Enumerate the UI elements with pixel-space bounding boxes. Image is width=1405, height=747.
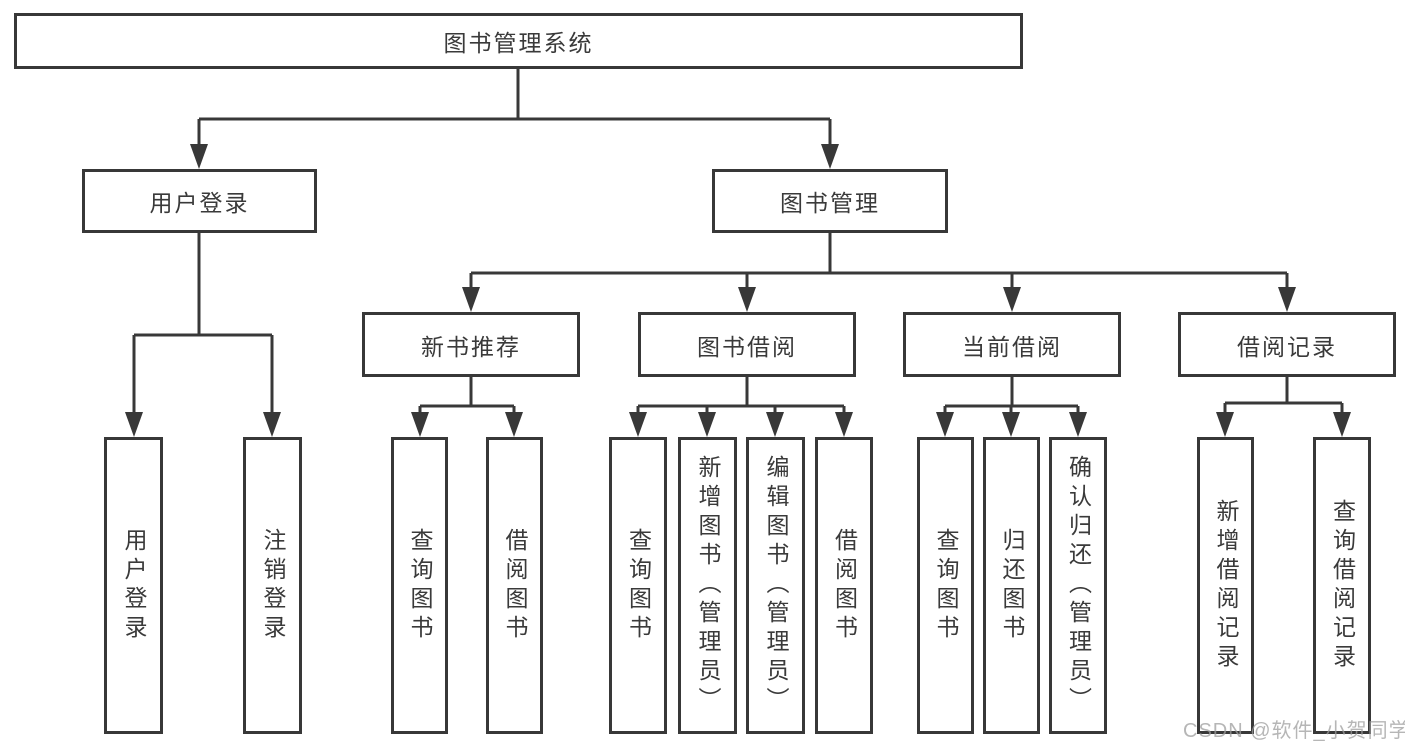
watermark: CSDN @软件_小贺同学 [1183, 720, 1405, 742]
node-library-management-system: 图书管理系统 [14, 13, 1023, 69]
node-label: 编辑图书（管理员） [763, 455, 789, 716]
leaf-query-borrow-record: 查询借阅记录 [1313, 437, 1371, 734]
node-label: 图书借阅 [697, 333, 797, 360]
node-book-management: 图书管理 [712, 169, 948, 233]
node-label: 查询图书 [625, 527, 652, 644]
node-label: 注销登录 [260, 527, 286, 644]
leaf-return-book: 归还图书 [983, 437, 1040, 734]
leaf-edit-book-admin: 编辑图书（管理员） [746, 437, 805, 734]
leaf-query-books-borrow: 查询图书 [609, 437, 667, 734]
leaf-borrow-books-recommend: 借阅图书 [486, 437, 543, 734]
node-book-borrow: 图书借阅 [638, 312, 856, 377]
node-label: 查询图书 [933, 527, 959, 644]
node-borrow-records: 借阅记录 [1178, 312, 1396, 377]
node-label: 当前借阅 [962, 333, 1062, 360]
node-label: 新增图书（管理员） [695, 455, 721, 716]
node-label: 借阅记录 [1237, 333, 1337, 360]
node-new-book-recommend: 新书推荐 [362, 312, 580, 377]
node-label: 归还图书 [999, 527, 1025, 644]
node-label: 用户登录 [121, 527, 147, 644]
node-label: 新书推荐 [421, 333, 521, 360]
node-label: 新增借阅记录 [1213, 498, 1239, 673]
node-label: 查询图书 [407, 527, 433, 644]
node-label: 借阅图书 [831, 527, 858, 644]
leaf-query-books-recommend: 查询图书 [391, 437, 448, 734]
node-label: 图书管理 [780, 190, 880, 216]
leaf-logout: 注销登录 [243, 437, 302, 734]
leaf-add-book-admin: 新增图书（管理员） [678, 437, 737, 734]
node-label: 图书管理系统 [443, 30, 594, 56]
node-user-login: 用户登录 [82, 169, 317, 233]
node-label: 查询借阅记录 [1329, 498, 1356, 673]
leaf-confirm-return-admin: 确认归还（管理员） [1049, 437, 1107, 734]
node-label: 借阅图书 [502, 527, 528, 644]
node-label: 用户登录 [149, 190, 250, 216]
node-label: 确认归还（管理员） [1065, 455, 1092, 716]
leaf-add-borrow-record: 新增借阅记录 [1197, 437, 1254, 734]
node-current-borrow: 当前借阅 [903, 312, 1121, 377]
leaf-user-login: 用户登录 [104, 437, 163, 734]
leaf-query-books-current: 查询图书 [917, 437, 974, 734]
leaf-borrow-books: 借阅图书 [815, 437, 873, 734]
